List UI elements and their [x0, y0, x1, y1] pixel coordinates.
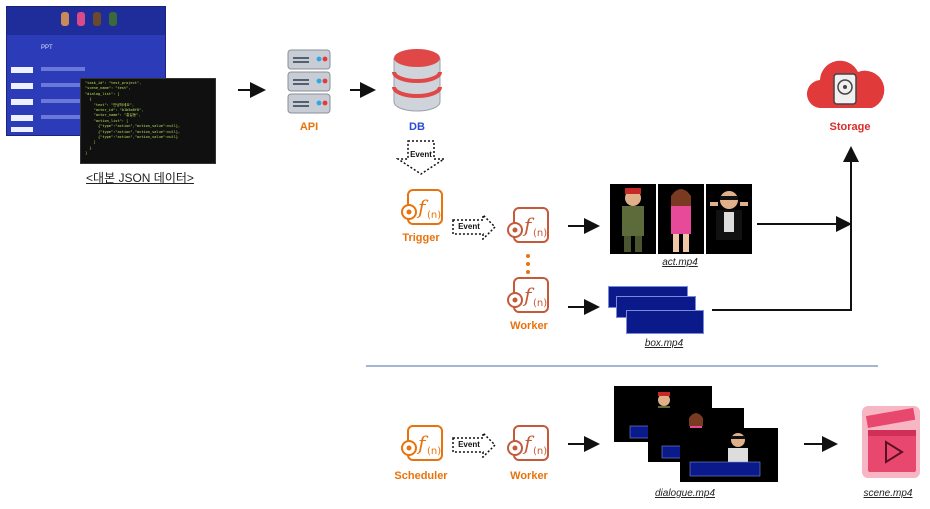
code-line: {	[85, 97, 92, 102]
source-caption: <대본 JSON 데이터>	[86, 171, 194, 185]
function-icon-worker-2: f (n)	[504, 276, 550, 320]
worker-3-label: Worker	[510, 470, 548, 482]
arrow-box-to-storage	[712, 146, 859, 311]
code-line: "action_list": [	[85, 118, 129, 123]
code-line: {"type":"action","action_value":null},	[85, 129, 181, 134]
character-girl	[658, 184, 704, 254]
worker-2-label: Worker	[510, 320, 548, 332]
cloud-storage-icon	[804, 54, 886, 116]
database-icon	[390, 44, 444, 116]
function-icon-scheduler: f (n)	[398, 424, 444, 468]
code-line: ]	[85, 140, 96, 145]
function-icon-trigger: f (n)	[398, 188, 444, 232]
code-line: "actor_id": "b1b5a8f0",	[85, 108, 144, 113]
svg-text:(n): (n)	[427, 210, 441, 221]
code-line: {"type":"action","action_value":null},	[85, 124, 181, 129]
event-arrow-right-1: Event	[452, 213, 497, 241]
svg-text:(n): (n)	[427, 446, 441, 457]
code-line: "text": "안녕하세요",	[85, 102, 134, 107]
code-line: }	[85, 145, 92, 150]
event-arrow-down: Event	[395, 140, 447, 176]
function-icon-worker-3: f (n)	[504, 424, 550, 468]
dialogue-video-thumbnails	[614, 386, 780, 484]
svg-text:(n): (n)	[533, 228, 547, 239]
code-line: "dialog_list": [	[85, 91, 120, 96]
clapperboard-icon	[858, 402, 924, 482]
code-line: "actor_name": "홍길동",	[85, 113, 141, 118]
character-man	[706, 184, 752, 254]
act-file-caption: act.mp4	[662, 257, 698, 268]
dialogue-file-caption: dialogue.mp4	[654, 488, 716, 499]
db-label: DB	[409, 121, 425, 133]
trigger-label: Trigger	[402, 232, 440, 244]
act-video-thumbnails	[610, 184, 752, 254]
code-lines: "task_id": "test_project","scene_name": …	[81, 79, 215, 159]
function-icon-worker-1: f (n)	[504, 206, 550, 250]
ppt-panel: PPT	[6, 6, 166, 136]
ppt-panel-title: PPT	[41, 45, 53, 51]
code-line: "task_id": "test_project",	[85, 81, 142, 85]
storage-label: Storage	[829, 121, 871, 133]
json-code-editor: "task_id": "test_project","scene_name": …	[80, 78, 216, 164]
character-soldier	[610, 184, 656, 254]
scheduler-label: Scheduler	[394, 470, 448, 482]
event-label-right-1: Event	[458, 222, 480, 231]
scene-file-caption: scene.mp4	[863, 488, 913, 499]
avatar-row	[61, 10, 121, 30]
code-line: {"type":"action","action_value":null}	[85, 135, 179, 140]
api-label: API	[299, 121, 319, 133]
event-label-down: Event	[410, 150, 432, 159]
event-arrow-right-2: Event	[452, 431, 497, 459]
code-line: "scene_name": "test",	[85, 86, 131, 91]
server-icon	[286, 48, 332, 116]
event-label-right-2: Event	[458, 440, 480, 449]
json-source-thumbnail: PPT "task_id": "test_project","scene_nam…	[6, 6, 216, 166]
code-line: ]	[85, 151, 88, 156]
svg-text:(n): (n)	[533, 446, 547, 457]
svg-text:(n): (n)	[533, 298, 547, 309]
box-video-thumbnails	[608, 286, 704, 336]
box-file-caption: box.mp4	[644, 338, 684, 349]
